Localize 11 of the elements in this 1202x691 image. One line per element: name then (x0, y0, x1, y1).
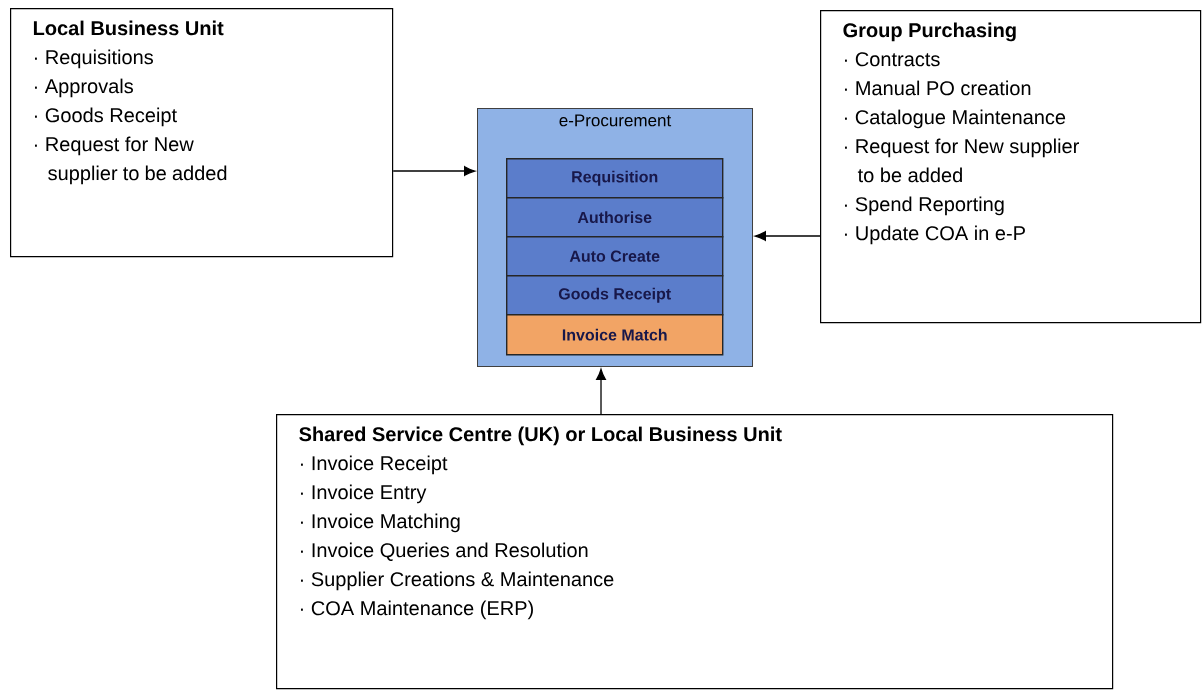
step-box: Auto Create (506, 236, 724, 277)
step-box: Goods Receipt (506, 275, 724, 316)
arrow (754, 231, 821, 241)
step-box: Requisition (506, 158, 724, 199)
arrow (392, 166, 476, 176)
arrow (596, 368, 606, 415)
role-box: Local Business Unit · Requisitions · Approvals · Goods Receipt · Request for New supplier to be added (10, 8, 394, 258)
step-box: Authorise (506, 197, 724, 238)
role-box: Shared Service Centre (UK) or Local Business Unit · Invoice Receipt · Invoice Entry · Invoice Matching · Invoice Queries and Resolution · Supplier Creations & Maintenance · COA Maintenance (ERP) (276, 414, 1114, 690)
role-box: Group Purchasing · Contracts · Manual PO creation · Catalogue Maintenance · Request for New supplier to be added · Spend Reporting · Update COA in e-P (820, 10, 1202, 324)
step-box: Invoice Match (506, 314, 724, 356)
